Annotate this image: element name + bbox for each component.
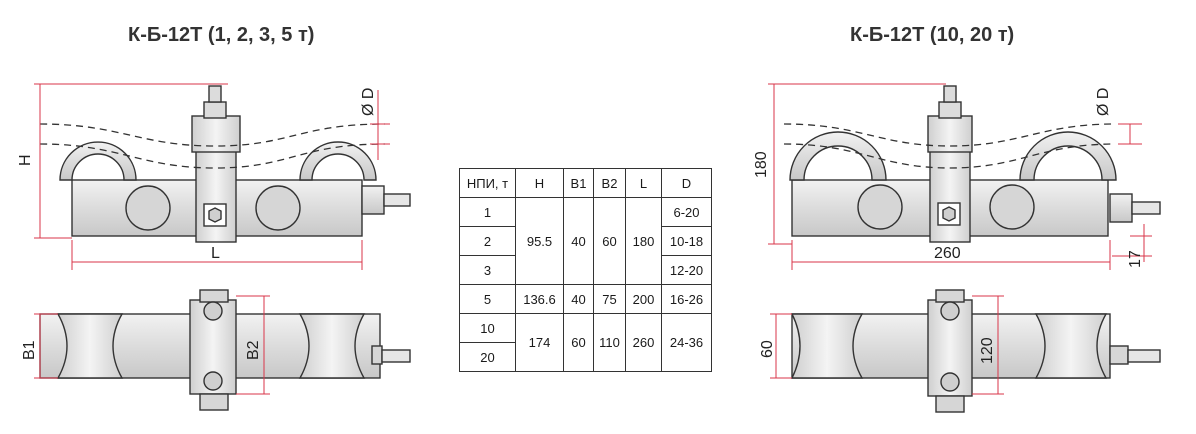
right-dim-length: 260 (934, 245, 961, 262)
left-dim-h: H (17, 154, 34, 166)
table-row: 5 136.6 40 75 200 16-26 (459, 284, 712, 314)
right-front-view: 180 260 Ø D 17 (753, 83, 1161, 270)
right-top-view: 60 120 (759, 289, 1161, 413)
right-saddle-2 (1019, 131, 1117, 181)
cell-npi: 20 (459, 342, 516, 372)
left-front-view: H L Ø D (17, 83, 411, 270)
right-top-clamp-cap-2 (935, 395, 965, 413)
table-row: 2 10-18 (459, 226, 712, 256)
left-center-plate (195, 147, 237, 243)
right-hole-2 (989, 184, 1035, 230)
left-saddle-2 (299, 141, 377, 181)
table-row: 1 95.5 40 60 180 6-20 (459, 197, 712, 285)
table-row: 20 (459, 342, 712, 372)
cell-npi: 5 (459, 284, 516, 314)
right-cable-gland (1109, 193, 1133, 223)
right-dim-w1: 60 (759, 340, 776, 358)
header-h: H (515, 168, 564, 198)
left-top-bolt-2-icon (203, 371, 223, 391)
right-top-bolt-2-icon (940, 372, 960, 392)
right-dim-height: 180 (753, 151, 770, 178)
header-b1: B1 (563, 168, 594, 198)
left-top-cable (381, 349, 411, 363)
header-d: D (661, 168, 712, 198)
cell-h: 174 (515, 313, 564, 372)
left-top-view: B1 B2 (21, 289, 411, 411)
cell-d: 24-36 (661, 313, 712, 372)
left-cable-gland (361, 185, 385, 215)
left-dim-b1: B1 (21, 340, 38, 360)
cell-npi: 3 (459, 255, 516, 285)
right-center-plate (929, 147, 971, 243)
cell-l: 180 (625, 197, 662, 285)
left-top-clamp-cap-1 (199, 289, 229, 303)
cell-b1: 60 (563, 313, 594, 372)
right-top-roller-1 (790, 313, 864, 379)
cell-b2: 75 (593, 284, 626, 314)
cell-b2: 60 (593, 197, 626, 285)
cell-b1: 40 (563, 197, 594, 285)
cell-d: 16-26 (661, 284, 712, 314)
right-dim-d: Ø D (1095, 88, 1112, 116)
left-sensor-head (191, 115, 241, 153)
right-connector-pin (943, 85, 957, 103)
right-top-roller-2 (1034, 313, 1108, 379)
cell-npi: 1 (459, 197, 516, 227)
left-top-gland (371, 345, 383, 365)
cell-b2: 110 (593, 313, 626, 372)
cell-npi: 2 (459, 226, 516, 256)
right-dim-w2: 120 (979, 337, 996, 364)
left-connector-pin (208, 85, 222, 103)
cell-h: 136.6 (515, 284, 564, 314)
left-connector (203, 101, 227, 119)
table-header-row: НПИ, т H B1 B2 L D (459, 168, 712, 198)
right-cable (1131, 201, 1161, 215)
cell-l: 260 (625, 313, 662, 372)
left-rope-top (39, 123, 386, 147)
right-sensor-head (927, 115, 973, 153)
right-hex-nut-icon (942, 206, 956, 222)
cell-l: 200 (625, 284, 662, 314)
spec-table: НПИ, т H B1 B2 L D 1 95.5 40 60 180 6-20… (459, 168, 712, 372)
left-hole-2 (255, 185, 301, 231)
cell-h: 95.5 (515, 197, 564, 285)
right-top-cable (1127, 349, 1161, 363)
left-hole-1 (125, 185, 171, 231)
left-saddle-1 (59, 141, 137, 181)
title-right: К-Б-12Т (10, 20 т) (850, 24, 1015, 46)
cell-npi: 10 (459, 313, 516, 343)
left-top-clamp-cap-2 (199, 393, 229, 411)
cell-b1: 40 (563, 284, 594, 314)
right-rope-bottom (783, 143, 1116, 169)
left-dim-b2: B2 (245, 340, 262, 360)
right-rope-top (783, 123, 1116, 147)
cell-d: 12-20 (661, 255, 712, 285)
cell-d: 6-20 (661, 197, 712, 227)
left-hex-nut-icon (208, 207, 222, 223)
right-saddle-1 (789, 131, 887, 181)
table-row: 10 174 60 110 260 24-36 (459, 313, 712, 372)
right-top-clamp-cap-1 (935, 289, 965, 303)
right-dim-offset: 17 (1127, 250, 1144, 268)
right-hole-1 (857, 184, 903, 230)
header-npi: НПИ, т (459, 168, 516, 198)
left-dim-l: L (211, 245, 220, 262)
left-rope-bottom (39, 143, 386, 169)
header-b2: B2 (593, 168, 626, 198)
left-top-roller-2 (298, 313, 366, 379)
left-top-roller-1 (56, 313, 124, 379)
table-row: 3 12-20 (459, 255, 712, 285)
cell-d: 10-18 (661, 226, 712, 256)
header-l: L (625, 168, 662, 198)
title-left: К-Б-12Т (1, 2, 3, 5 т) (128, 24, 315, 46)
left-dim-d: Ø D (360, 88, 377, 116)
left-top-bolt-1-icon (203, 301, 223, 321)
right-top-gland (1109, 345, 1129, 365)
right-connector (938, 101, 962, 119)
right-top-bolt-1-icon (940, 301, 960, 321)
left-cable (383, 193, 411, 207)
